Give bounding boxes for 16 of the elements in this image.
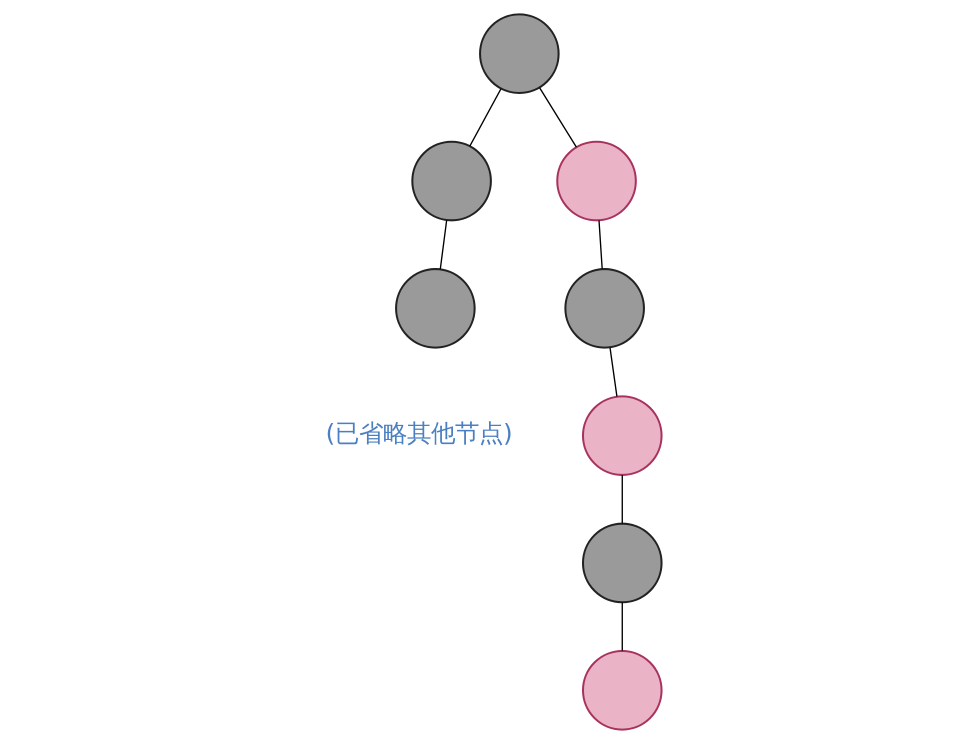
connector xyxy=(539,86,577,147)
label: (已省略其他节点) xyxy=(326,418,513,448)
connector xyxy=(598,220,603,268)
node-circle xyxy=(411,140,492,221)
connector xyxy=(622,474,623,523)
node-circle xyxy=(395,268,476,348)
node-circle xyxy=(564,268,645,348)
connector xyxy=(622,602,623,650)
node-circle xyxy=(556,140,637,221)
node-circle xyxy=(582,394,663,476)
connector xyxy=(609,347,618,396)
connector xyxy=(440,220,448,269)
node-circle xyxy=(479,12,560,94)
connector xyxy=(469,88,502,146)
node-circle xyxy=(582,650,663,730)
node-circle xyxy=(582,522,663,603)
